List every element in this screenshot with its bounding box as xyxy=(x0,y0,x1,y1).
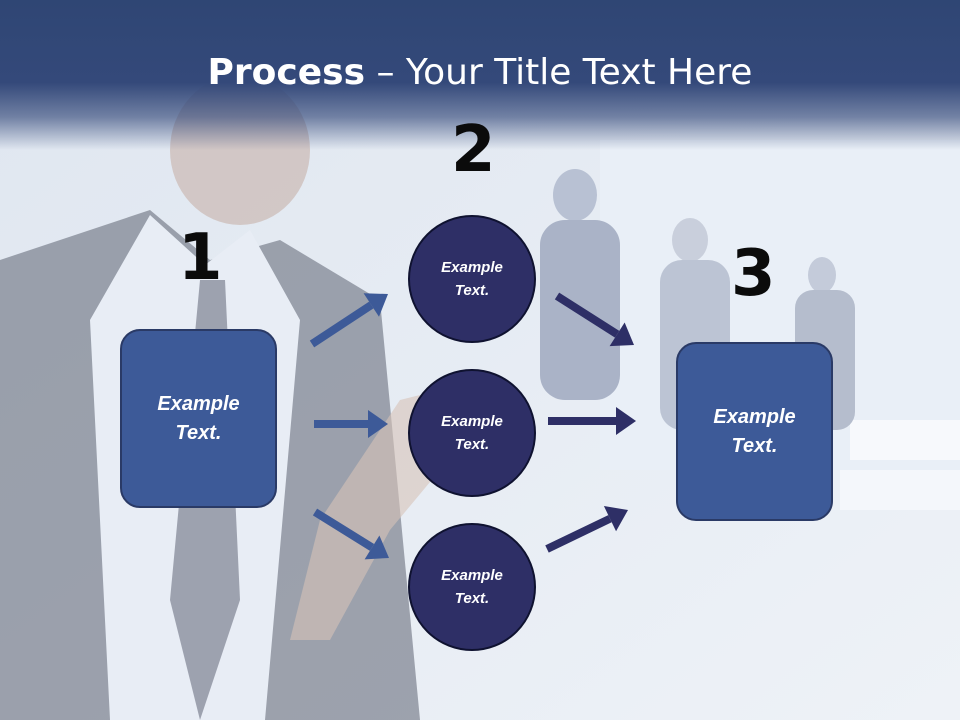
arrows-in xyxy=(309,293,389,560)
left-box-line2: Text. xyxy=(175,421,222,444)
circle-top-line2: Text. xyxy=(454,282,490,299)
step-number-1: 1 xyxy=(178,221,223,295)
page-title: Process – Your Title Text Here xyxy=(0,52,960,93)
step-number-3: 3 xyxy=(731,237,776,311)
circle-bottom-line2: Text. xyxy=(454,590,490,607)
title-band xyxy=(0,0,960,150)
circle-top-line1: Example xyxy=(441,259,503,276)
arrow-from-middle-circle xyxy=(548,407,636,435)
left-box-line1: Example xyxy=(157,392,240,415)
arrow-from-bottom-circle xyxy=(545,506,628,553)
right-box-line1: Example xyxy=(713,405,796,428)
circle-middle-line2: Text. xyxy=(454,436,490,453)
step-number-2: 2 xyxy=(451,113,496,187)
circle-middle-line1: Example xyxy=(441,413,503,430)
right-box-line2: Text. xyxy=(731,434,778,457)
title-bold: Process xyxy=(207,52,366,93)
arrow-from-top-circle xyxy=(554,292,634,347)
title-rest: – Your Title Text Here xyxy=(365,52,753,93)
circle-bottom-line1: Example xyxy=(441,567,503,584)
arrows-out xyxy=(545,292,636,553)
arrow-to-bottom-circle xyxy=(312,508,389,560)
arrow-to-middle-circle xyxy=(314,410,388,438)
arrow-to-top-circle xyxy=(309,293,388,348)
